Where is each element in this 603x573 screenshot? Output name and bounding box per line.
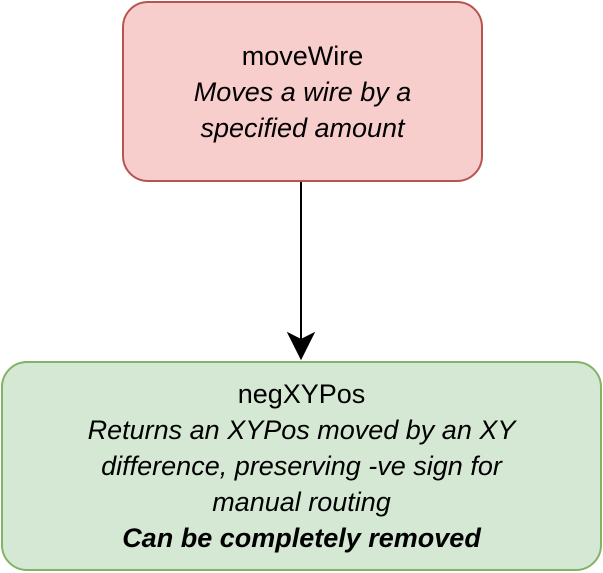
negxypos-description-line-2: difference, preserving -ve sign for bbox=[101, 451, 502, 481]
movewire-node[interactable]: moveWire Moves a wire by a specified amo… bbox=[122, 1, 483, 182]
negxypos-removal-note: Can be completely removed bbox=[122, 523, 481, 553]
movewire-title: moveWire bbox=[241, 40, 364, 71]
negxypos-description-line-1: Returns an XYPos moved by an XY bbox=[87, 415, 516, 445]
movewire-description-line-1: Moves a wire by a bbox=[193, 76, 412, 107]
negxypos-node[interactable]: negXYPos Returns an XYPos moved by an XY… bbox=[1, 361, 602, 571]
movewire-description-line-2: specified amount bbox=[200, 112, 405, 143]
arrowhead-icon bbox=[286, 331, 316, 361]
negxypos-title: negXYPos bbox=[237, 379, 366, 409]
negxypos-description-line-3: manual routing bbox=[212, 487, 391, 517]
